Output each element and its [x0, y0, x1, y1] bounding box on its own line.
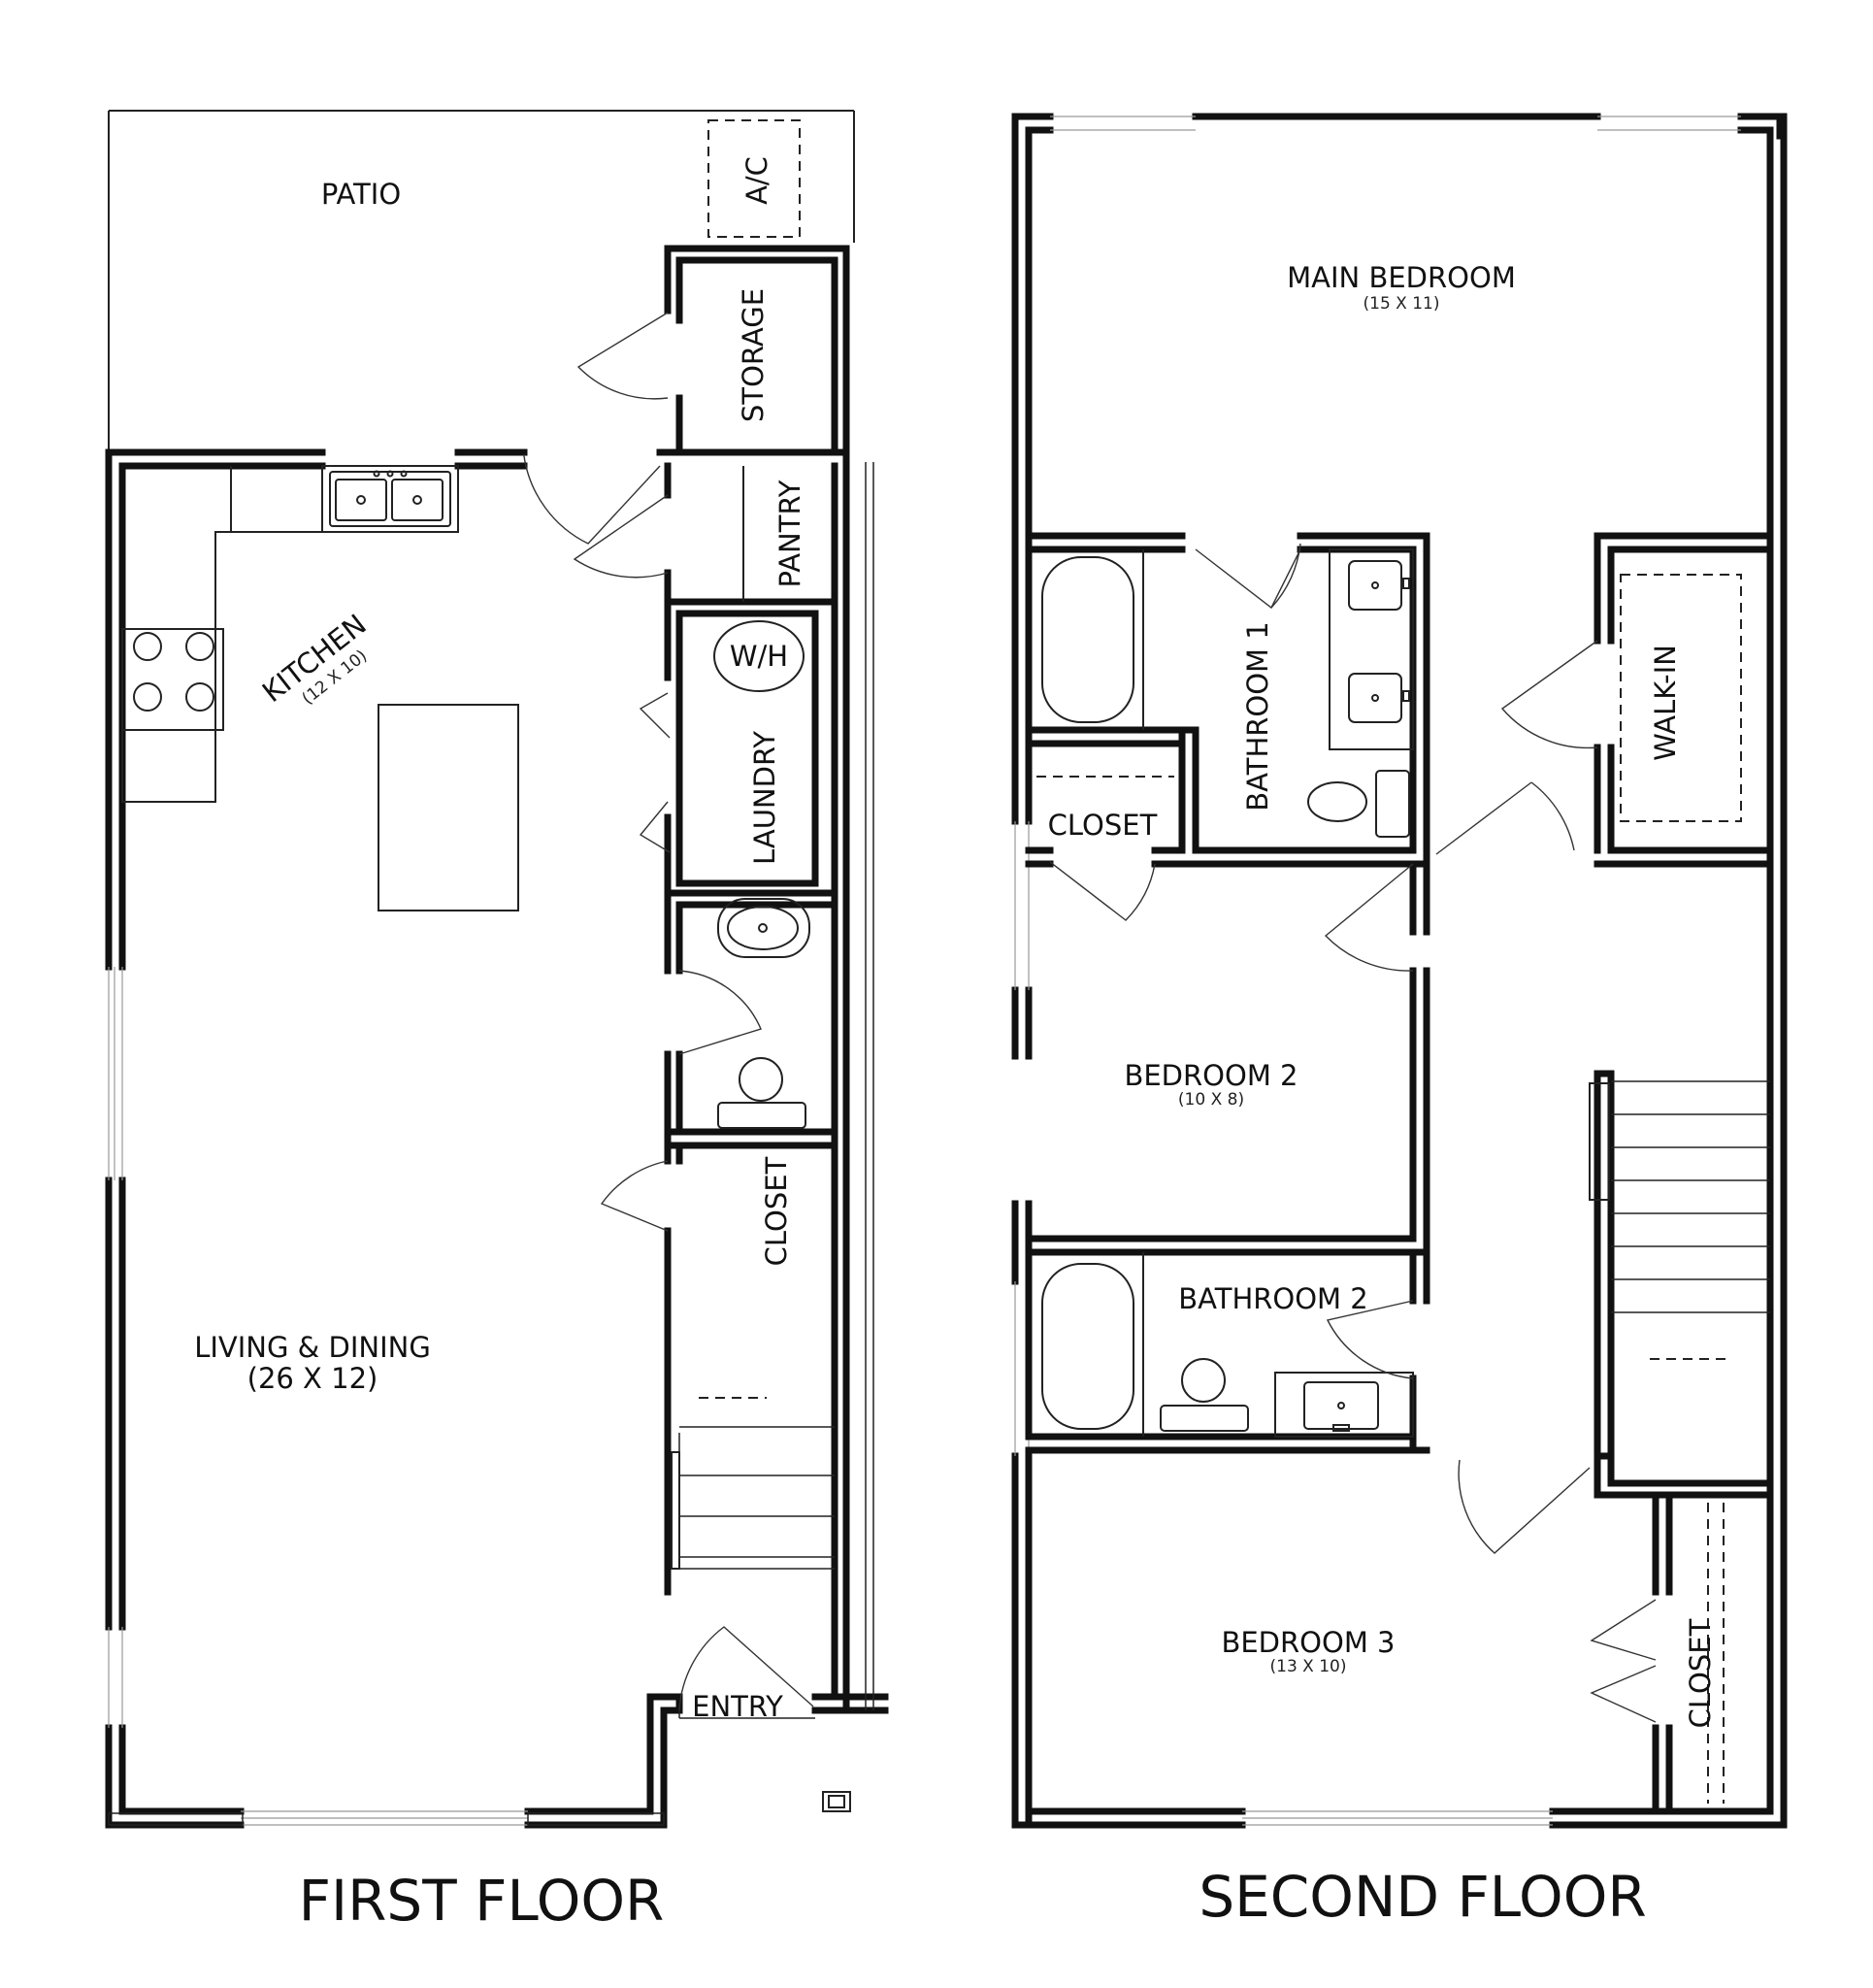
bathroom-2-toilet	[1160, 1358, 1249, 1432]
stove-cooktop	[121, 628, 224, 731]
pantry-walls	[664, 462, 838, 606]
bedroom-2-door-swing	[1324, 863, 1414, 972]
ac-unit	[707, 119, 801, 238]
second-floor-title: SECOND FLOOR	[1199, 1864, 1646, 1930]
laundry-label: LAUNDRY	[748, 731, 781, 865]
walk-in-walls	[1594, 532, 1774, 868]
pantry-label: PANTRY	[773, 480, 806, 587]
patio-label: PATIO	[321, 178, 401, 211]
kitchen-counters	[121, 465, 459, 803]
kitchen-door-swing	[523, 454, 661, 545]
second-floor-plan	[1011, 113, 1788, 1829]
stairs-second-floor	[1589, 1070, 1774, 1499]
first-floor-labels: PATIO A/C STORAGE PANTRY KITCHEN (12 X 1…	[194, 156, 806, 1934]
bedroom-3-closet-label: CLOSET	[1684, 1618, 1717, 1728]
first-floor-windows	[108, 967, 665, 1826]
bathroom-1-walls	[1025, 532, 1430, 868]
linen-closet-label: CLOSET	[1048, 809, 1158, 842]
laundry-bifold-doors	[639, 692, 671, 853]
bedroom-3-door-swing	[1458, 1459, 1591, 1554]
second-floor-windows	[1014, 116, 1741, 1826]
bathroom-2-vanity	[1274, 1372, 1414, 1438]
water-heater	[713, 620, 805, 692]
bedroom-3-closet-doors	[1590, 1599, 1657, 1723]
ac-label: A/C	[740, 156, 773, 205]
living-dining-label: LIVING & DINING	[194, 1331, 431, 1364]
bathroom-2-tub	[1041, 1263, 1134, 1430]
bathroom-2-door-swing	[1326, 1300, 1414, 1379]
half-bath-walls	[664, 889, 838, 1149]
walk-in-label: WALK-IN	[1649, 645, 1682, 761]
bedroom-3-walls	[1025, 1446, 1774, 1815]
bathroom-1-toilet	[1307, 770, 1410, 838]
entry-label: ENTRY	[692, 1690, 783, 1723]
storage-walls	[664, 245, 850, 456]
bathroom-1-label: BATHROOM 1	[1241, 621, 1274, 812]
entry-door-swing	[678, 1626, 814, 1711]
bathroom-2-label: BATHROOM 2	[1178, 1282, 1368, 1315]
bathroom-1-door-swing	[1195, 543, 1301, 609]
half-bath-sink	[717, 898, 810, 958]
living-dining-size: (26 X 12)	[247, 1362, 378, 1395]
kitchen-island	[378, 704, 519, 911]
bathroom-1-vanity	[1329, 548, 1414, 750]
bedroom-2-walls	[1025, 860, 1430, 1256]
walk-in-door-swing	[1500, 640, 1598, 749]
bedroom-3-size: (13 X 10)	[1270, 1657, 1347, 1676]
half-bath-door-swing	[678, 970, 762, 1055]
bedroom-2-size: (10 X 8)	[1178, 1090, 1244, 1110]
closet-walls	[664, 1142, 838, 1596]
main-bedroom-size: (15 X 11)	[1364, 294, 1440, 314]
main-bedroom-label: MAIN BEDROOM	[1287, 261, 1516, 294]
storage-label: STORAGE	[737, 288, 770, 422]
patio-outline	[108, 110, 855, 456]
linen-closet-walls	[1025, 776, 1430, 868]
bedroom-2-label: BEDROOM 2	[1124, 1059, 1298, 1092]
first-floor-title: FIRST FLOOR	[299, 1868, 665, 1934]
pantry-door-swing	[573, 494, 669, 579]
first-floor-plan	[105, 110, 889, 1829]
closet-door-swing	[1049, 861, 1156, 921]
bathroom-1-tub	[1041, 549, 1144, 730]
closet-door-swing	[600, 1160, 669, 1232]
main-bedroom-door-swing	[1435, 781, 1575, 855]
half-bath-toilet	[717, 1057, 806, 1129]
stairs-first-floor	[671, 1397, 835, 1570]
hose-bib	[822, 1791, 851, 1812]
laundry-walls	[664, 598, 838, 897]
second-floor-labels: MAIN BEDROOM (15 X 11) BATHROOM 1 WALK-I…	[1048, 261, 1717, 1930]
closet-label: CLOSET	[760, 1156, 793, 1266]
kitchen-sink	[329, 470, 451, 527]
water-heater-label: W/H	[730, 640, 788, 673]
storage-door-swing	[576, 312, 669, 400]
bedroom-3-label: BEDROOM 3	[1221, 1626, 1395, 1659]
